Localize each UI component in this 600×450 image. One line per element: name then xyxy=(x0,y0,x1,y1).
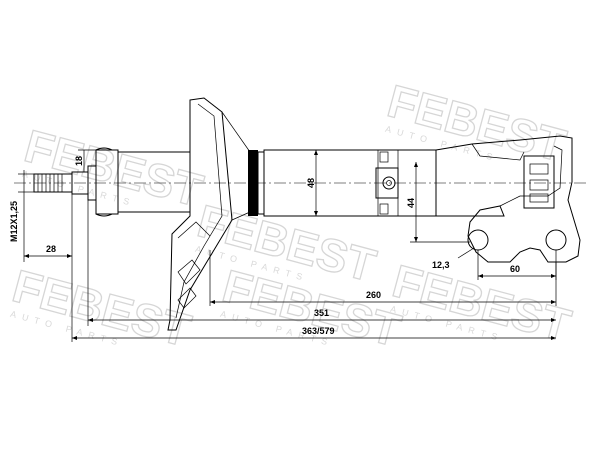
hole-diameter-label: 12,3 xyxy=(432,260,450,270)
hole-spacing-label: 60 xyxy=(510,264,520,274)
body-diameter-label: 48 xyxy=(306,178,316,188)
total-length-label: 363/579 xyxy=(302,326,335,336)
length-260-label: 260 xyxy=(366,290,381,300)
spring-seat xyxy=(167,97,251,331)
dimension-lines xyxy=(18,149,557,342)
length-351-label: 351 xyxy=(314,308,329,318)
thread-dimension-label: M12X1,25 xyxy=(9,201,19,242)
knuckle-bracket xyxy=(435,135,581,263)
thread-length-label: 28 xyxy=(46,244,56,254)
dimension-labels: M12X1,25 18 28 48 44 12,3 60 260 351 363… xyxy=(9,156,520,336)
bracket-offset-label: 44 xyxy=(406,198,416,208)
shock-body-tube xyxy=(263,149,437,217)
threaded-rod-end xyxy=(33,165,97,201)
rod-diameter-label: 18 xyxy=(74,156,84,166)
